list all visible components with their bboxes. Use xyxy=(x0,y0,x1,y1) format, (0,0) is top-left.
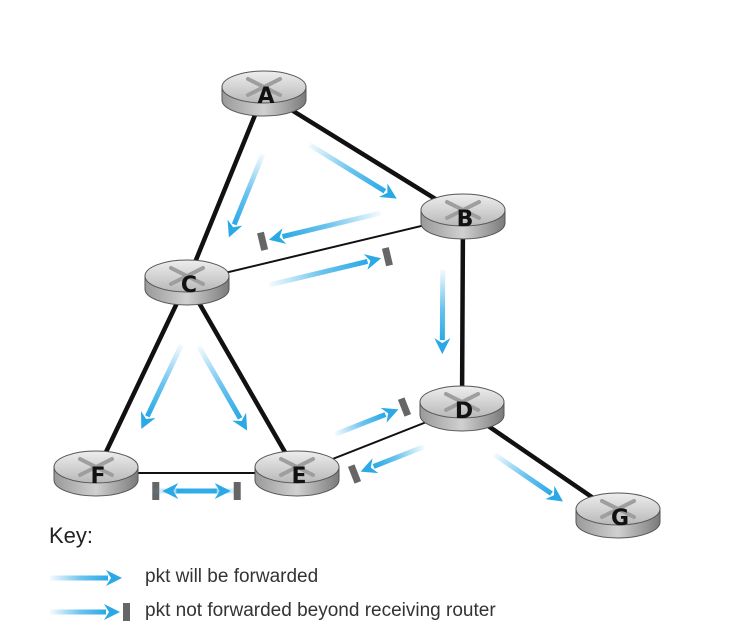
router-cross-icon xyxy=(444,392,480,412)
router-g: G xyxy=(575,492,661,539)
link-b-d xyxy=(459,213,466,411)
router-cross-icon xyxy=(78,457,114,477)
router-cross-icon xyxy=(600,499,636,519)
packet-arrow-b-c xyxy=(257,210,382,251)
key-title: Key: xyxy=(49,523,94,548)
router-d: D xyxy=(419,385,505,432)
link-a-c xyxy=(184,90,267,285)
router-label: D xyxy=(455,399,473,424)
packet-arrow-a-c xyxy=(227,153,266,238)
router-f: F xyxy=(53,450,139,497)
link-a-b xyxy=(261,90,466,219)
router-c: C xyxy=(144,259,230,306)
key-not-forwarded-label: pkt not forwarded beyond receiving route… xyxy=(145,600,496,621)
router-a: A xyxy=(221,70,307,117)
router-cross-icon xyxy=(169,266,205,286)
router-b: B xyxy=(420,193,506,240)
packet-arrow-d-g xyxy=(492,452,564,502)
router-label: E xyxy=(291,464,306,489)
packet-arrow-a-b xyxy=(307,142,397,199)
packet-arrow-e-d xyxy=(334,397,412,437)
router-cross-icon xyxy=(445,200,481,220)
router-label: C xyxy=(181,273,197,298)
link-c-e xyxy=(184,279,300,476)
key-not-forwarded-arrow xyxy=(50,603,130,621)
router-label: F xyxy=(90,464,105,489)
router-label: A xyxy=(257,84,274,109)
link-c-f xyxy=(93,279,190,476)
packet-arrow-b-d xyxy=(434,269,451,355)
key-forwarded-label: pkt will be forwarded xyxy=(145,566,319,587)
packet-arrow-c-e xyxy=(196,345,248,431)
key-forwarded-arrow xyxy=(50,570,122,586)
packet-arrow-d-e xyxy=(347,444,425,484)
packet-arrow-c-f xyxy=(141,343,184,429)
router-cross-icon xyxy=(279,457,315,477)
link-b-c xyxy=(186,215,464,283)
router-label: G xyxy=(611,506,629,531)
router-cross-icon xyxy=(246,77,282,97)
router-e: E xyxy=(254,450,340,497)
router-label: B xyxy=(457,207,474,232)
packet-arrow-c-b xyxy=(268,247,393,288)
packet-arrow-f-e xyxy=(152,482,241,500)
